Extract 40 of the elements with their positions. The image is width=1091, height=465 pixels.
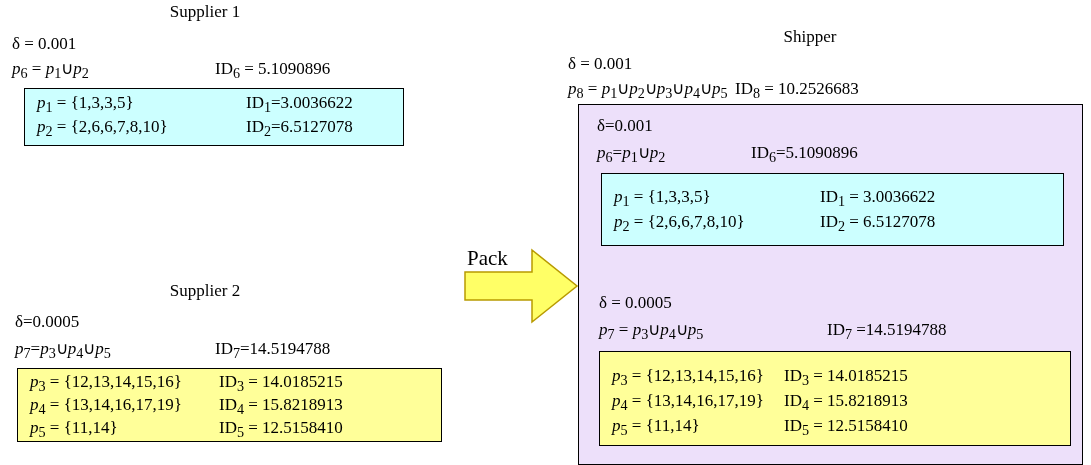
id-value: ID$_{4}$ = 15.8218913 (784, 391, 908, 416)
set-definition: p$_{3}$ = {12,13,14,15,16} (30, 372, 182, 397)
id-value: ID$_{5}$ = 12.5158410 (784, 416, 908, 441)
delta-value: δ=0.0005 (15, 312, 80, 332)
group-title: Supplier 2 (169, 281, 241, 301)
id-value: ID$_{7}$=14.5194788 (215, 339, 331, 364)
union-formula: p$_{7}$=p$_{3}$∪p$_{4}$∪p$_{5}$ (15, 339, 111, 364)
set-definition: p$_{4}$ = {13,14,16,17,19} (612, 391, 764, 416)
id-value: ID$_{2}$ = 6.5127078 (820, 212, 936, 237)
id-value: ID$_{8}$ = 10.2526683 (735, 79, 859, 104)
id-value: ID$_{4}$ = 15.8218913 (219, 395, 343, 420)
block-arrow (464, 248, 579, 324)
union-formula: p$_{6}$ = p$_{1}$∪p$_{2}$ (12, 59, 89, 84)
group-title: Supplier 1 (169, 2, 241, 22)
set-definition: p$_{4}$ = {13,14,16,17,19} (30, 395, 182, 420)
set-definition: p$_{1}$ = {1,3,3,5} (37, 93, 134, 118)
id-value: ID$_{2}$=6.5127078 (246, 117, 353, 142)
set-definition: p$_{5}$ = {11,14} (612, 416, 700, 441)
set-definition: p$_{1}$ = {1,3,3,5} (614, 187, 711, 212)
delta-value: δ = 0.001 (568, 54, 633, 74)
id-value: ID$_{3}$ = 14.0185215 (784, 366, 908, 391)
set-definition: p$_{3}$ = {12,13,14,15,16} (612, 366, 764, 391)
id-value: ID$_{3}$ = 14.0185215 (219, 372, 343, 397)
id-value: ID$_{1}$=3.0036622 (246, 93, 353, 118)
group-title: Shipper (783, 27, 837, 47)
delta-value: δ = 0.001 (12, 34, 77, 54)
id-value: ID$_{7}$ =14.5194788 (827, 320, 947, 345)
id-value: ID$_{1}$ = 3.0036622 (820, 187, 936, 212)
delta-value: δ=0.001 (597, 116, 653, 136)
union-formula: p$_{6}$=p$_{1}$∪p$_{2}$ (597, 143, 666, 168)
set-definition: p$_{5}$ = {11,14} (30, 418, 118, 443)
union-formula: p$_{7}$ = p$_{3}$∪p$_{4}$∪p$_{5}$ (599, 320, 704, 345)
id-value: ID$_{6}$=5.1090896 (751, 143, 858, 168)
edge-label: Pack (467, 246, 508, 270)
id-value: ID$_{6}$ = 5.1090896 (215, 59, 331, 84)
set-definition: p$_{2}$ = {2,6,6,7,8,10} (37, 117, 168, 142)
union-formula: p$_{8}$ = p$_{1}$∪p$_{2}$∪p$_{3}$∪p$_{4}$∪p$_{5}$ (568, 79, 728, 104)
delta-value: δ = 0.0005 (599, 293, 672, 313)
id-value: ID$_{5}$ = 12.5158410 (219, 418, 343, 443)
set-definition: p$_{2}$ = {2,6,6,7,8,10} (614, 212, 745, 237)
